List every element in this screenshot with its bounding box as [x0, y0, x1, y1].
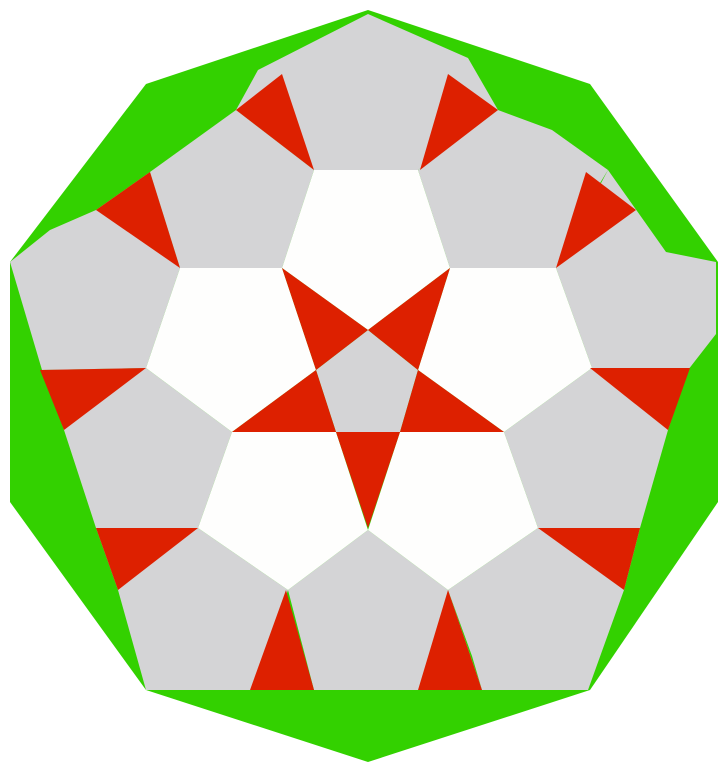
pentagon-tiling-diagram [0, 0, 718, 762]
tiling-canvas [0, 0, 718, 762]
